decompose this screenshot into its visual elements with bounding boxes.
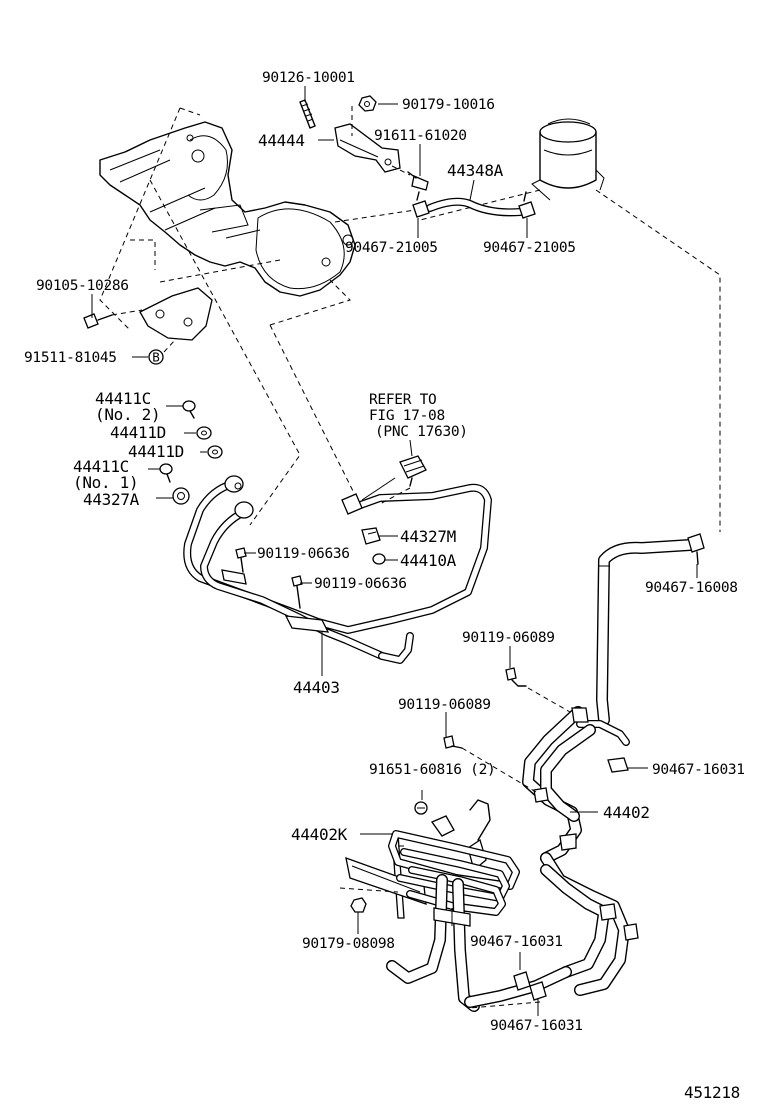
leader-lines bbox=[91, 86, 698, 1016]
clip-90467-21005-left bbox=[412, 191, 430, 218]
bolt-90119-06636-1 bbox=[235, 547, 247, 573]
label-90179-10016: 90179-10016 bbox=[402, 97, 495, 113]
label-91511-81045: 91511-81045 bbox=[24, 350, 117, 366]
nut-90179-08098 bbox=[350, 897, 367, 913]
gear-reference-dashes bbox=[99, 107, 416, 526]
cushion-44411C-no2 bbox=[182, 400, 196, 419]
label-44411C-no1: 44411C bbox=[73, 457, 129, 476]
bolt-91611-61020 bbox=[407, 171, 429, 191]
label-91611-61020: 91611-61020 bbox=[374, 128, 467, 144]
bracket-plate bbox=[139, 287, 213, 341]
label-90467-16031-2: 90467-16031 bbox=[470, 934, 563, 950]
tube-assembly-44402 bbox=[522, 706, 639, 996]
label-44327M: 44327M bbox=[400, 527, 456, 546]
washer-44411D-2 bbox=[207, 445, 223, 459]
bolt-90119-06636-2 bbox=[291, 575, 303, 609]
clip-90467-16031-3 bbox=[529, 981, 547, 1001]
label-44402K: 44402K bbox=[291, 825, 348, 844]
bolt-90105-10286 bbox=[83, 313, 113, 329]
label-refer-line2: FIG 17-08 bbox=[369, 408, 445, 424]
figure-number: 451218 bbox=[684, 1083, 740, 1102]
b-marker-circle: B bbox=[148, 349, 164, 365]
label-90467-21005-right: 90467-21005 bbox=[483, 240, 576, 256]
label-44411C-no2: 44411C bbox=[95, 389, 151, 408]
cooler-tubes bbox=[386, 801, 520, 1012]
clip-90467-21005-right bbox=[518, 191, 536, 219]
washer-44411D-1 bbox=[196, 426, 212, 440]
steering-gear-housing bbox=[99, 121, 356, 297]
label-44403: 44403 bbox=[293, 678, 340, 697]
tube-assembly-44403 bbox=[183, 475, 492, 664]
bolt-44410A bbox=[372, 553, 386, 565]
b-marker-text: B bbox=[152, 350, 160, 365]
label-90467-16008: 90467-16008 bbox=[645, 580, 738, 596]
label-90119-06636-2: 90119-06636 bbox=[314, 576, 407, 592]
label-90119-06089-1: 90119-06089 bbox=[462, 630, 555, 646]
connecting-hose-bottom bbox=[464, 966, 572, 1008]
nut-90179-10016 bbox=[358, 95, 377, 112]
label-90467-16031-1: 90467-16031 bbox=[652, 762, 745, 778]
label-44410A: 44410A bbox=[400, 551, 457, 570]
label-44411D-2: 44411D bbox=[128, 442, 184, 461]
bolt-90119-06089-2 bbox=[443, 735, 463, 749]
label-90119-06089-2: 90119-06089 bbox=[398, 697, 491, 713]
reservoir-tank bbox=[531, 118, 605, 201]
stud-bolt-90126-10001 bbox=[299, 99, 316, 129]
clamp-44327M bbox=[361, 527, 381, 545]
label-44444: 44444 bbox=[258, 131, 305, 150]
clip-90467-16031-1 bbox=[607, 757, 629, 773]
label-90467-16031-3: 90467-16031 bbox=[490, 1018, 583, 1034]
label-91651-60816: 91651-60816 (2) bbox=[369, 762, 495, 778]
label-44411C-no1-sub: (No. 1) bbox=[73, 473, 138, 492]
label-90179-08098: 90179-08098 bbox=[302, 936, 395, 952]
return-hose-44348A bbox=[426, 197, 524, 217]
bolt-90119-06089-1 bbox=[505, 667, 527, 687]
label-44411D-1: 44411D bbox=[110, 423, 166, 442]
grommet-44327A bbox=[172, 487, 190, 505]
label-90126-10001: 90126-10001 bbox=[262, 70, 355, 86]
label-90119-06636-1: 90119-06636 bbox=[257, 546, 350, 562]
clip-90467-16008 bbox=[687, 533, 705, 565]
label-44327A: 44327A bbox=[83, 490, 140, 509]
label-90105-10286: 90105-10286 bbox=[36, 278, 129, 294]
label-44411C-no2-sub: (No. 2) bbox=[95, 405, 160, 424]
label-refer-line3: (PNC 17630) bbox=[375, 424, 468, 440]
pressure-switch bbox=[399, 455, 427, 487]
label-44402: 44402 bbox=[603, 803, 650, 822]
label-90467-21005-left: 90467-21005 bbox=[345, 240, 438, 256]
label-refer-line1: REFER TO bbox=[369, 392, 436, 408]
part-labels: 90126-10001 90179-10016 44444 91611-6102… bbox=[24, 70, 745, 1102]
cushion-44411C-no1 bbox=[159, 463, 173, 483]
label-44348A: 44348A bbox=[447, 161, 504, 180]
bracket-44444 bbox=[334, 123, 401, 173]
hose-90467-16008-run bbox=[596, 539, 696, 726]
